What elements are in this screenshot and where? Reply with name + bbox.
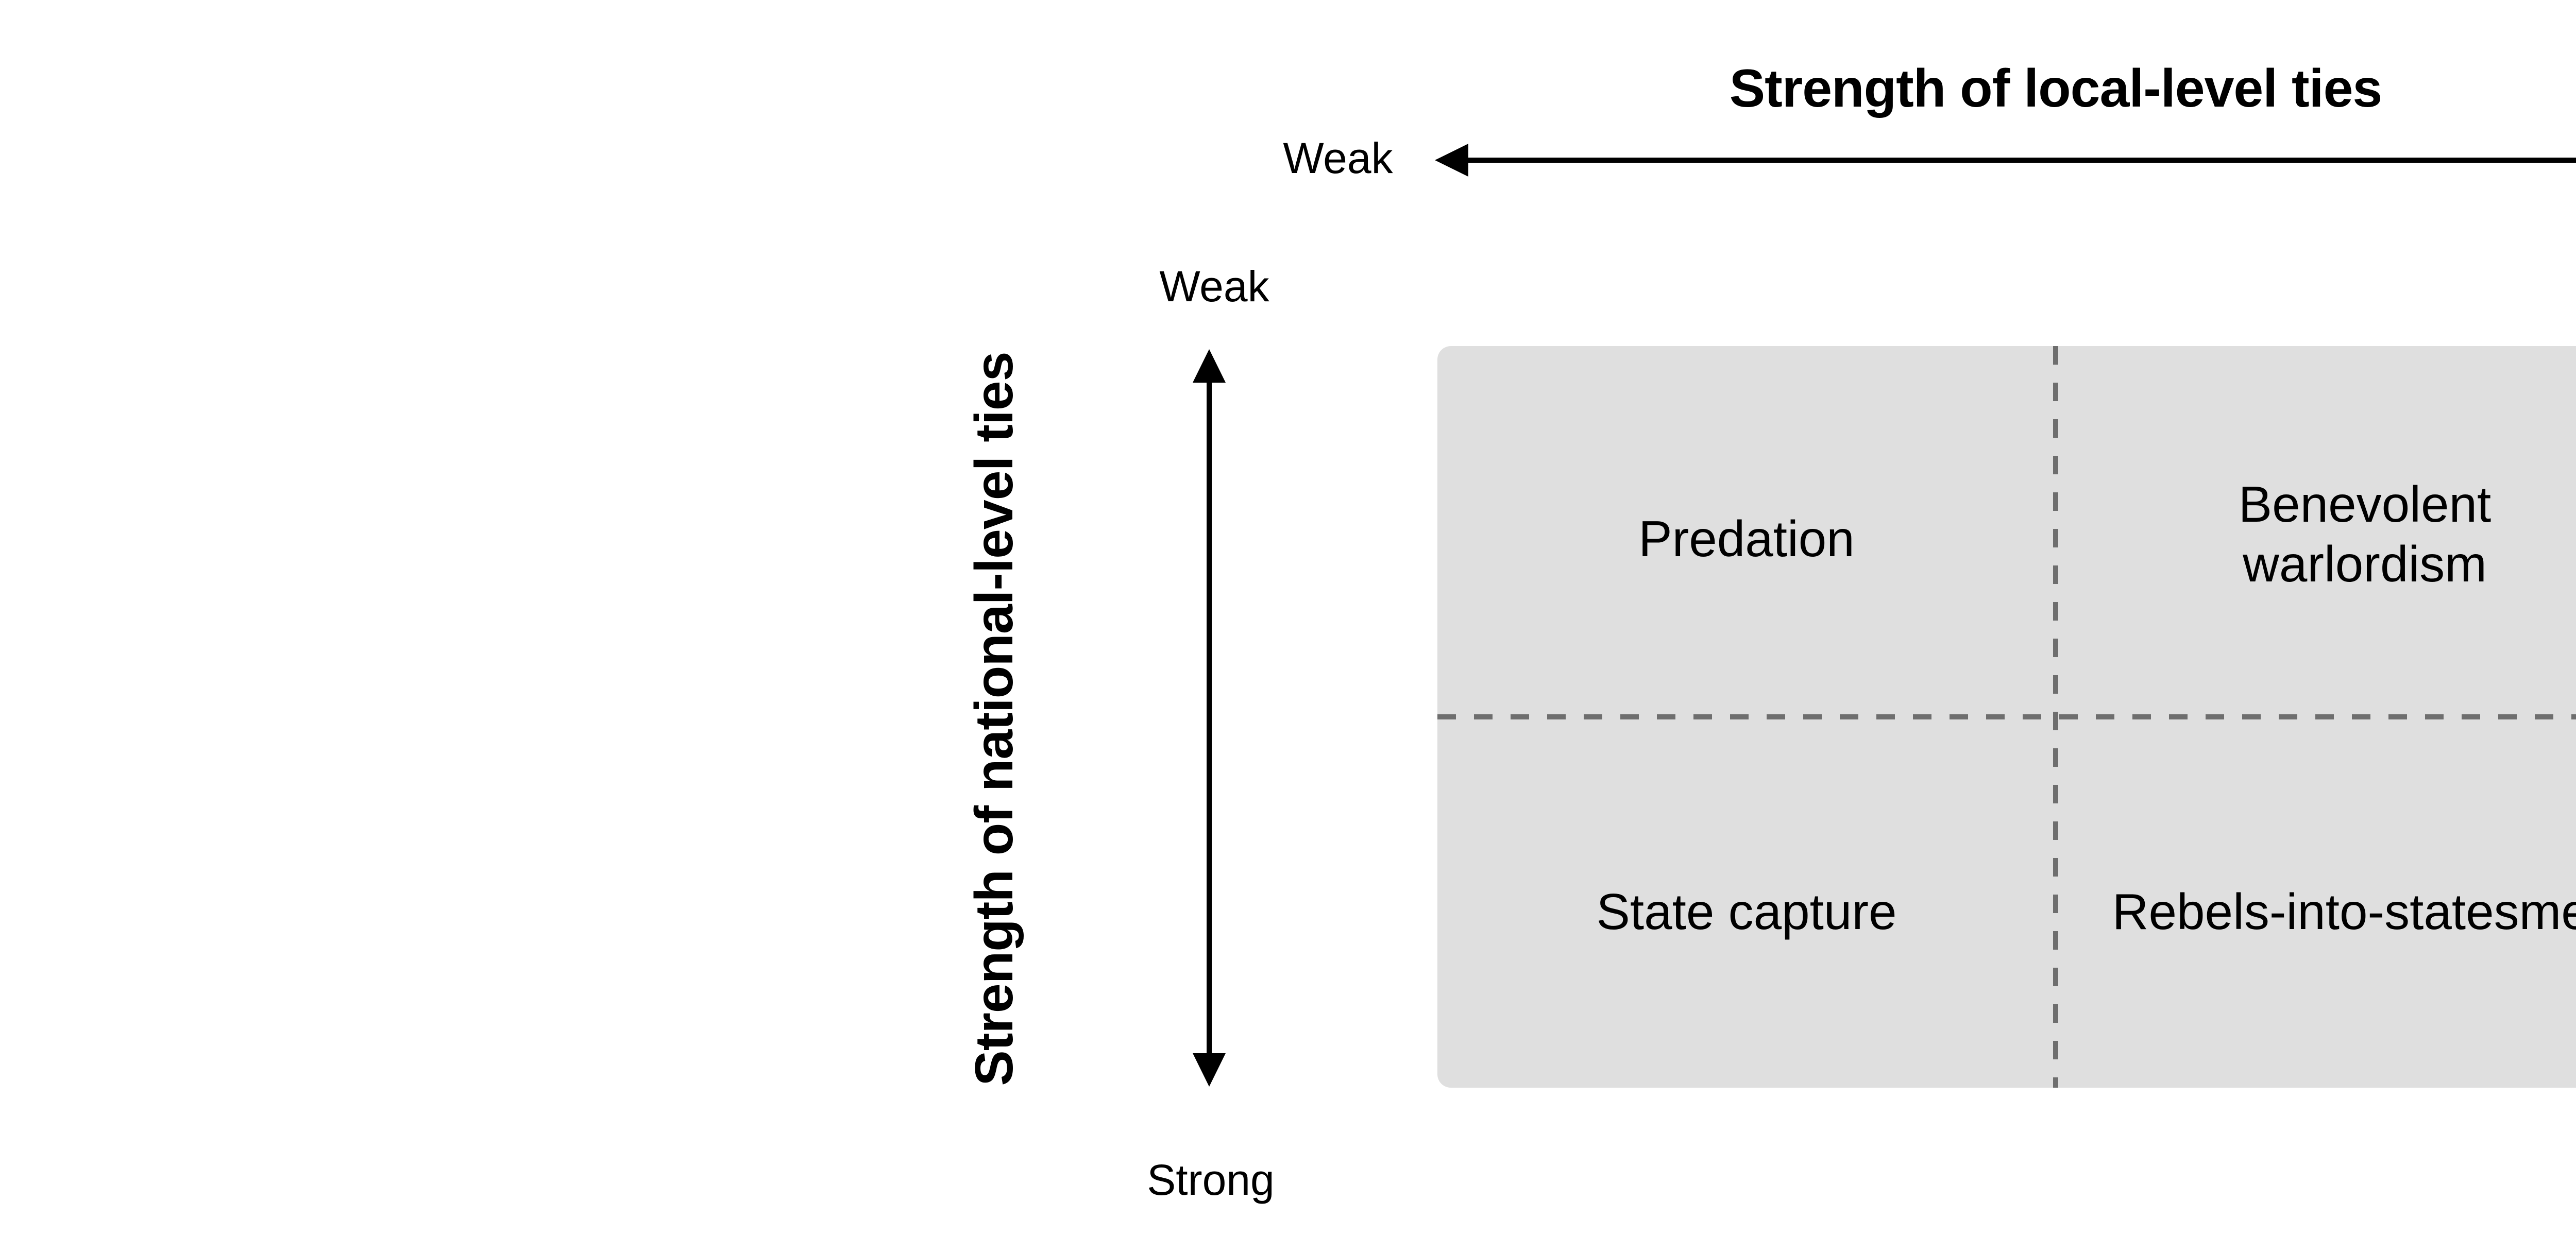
quadrant-label-predation: Predation — [1638, 510, 1855, 567]
y-axis-weak-label: Weak — [1159, 262, 1269, 311]
y-axis-arrowhead-bottom-icon — [1193, 1053, 1226, 1087]
quadrant-label-benevolent-warlordism: Benevolent warlordism — [2238, 476, 2492, 592]
y-axis-strong-label: Strong — [1147, 1156, 1275, 1204]
x-axis-weak-label: Weak — [1283, 134, 1393, 182]
quadrant-label-rebels-into-statesmen: Rebels-into-statesmen — [2112, 883, 2576, 940]
y-axis-arrowhead-top-icon — [1193, 349, 1226, 383]
y-axis-title: Strength of national-level ties — [964, 352, 1024, 1086]
quadrant-box — [1437, 346, 2576, 1088]
quadrant-label-state-capture: State capture — [1596, 883, 1897, 940]
x-axis-title: Strength of local-level ties — [1729, 59, 2383, 118]
